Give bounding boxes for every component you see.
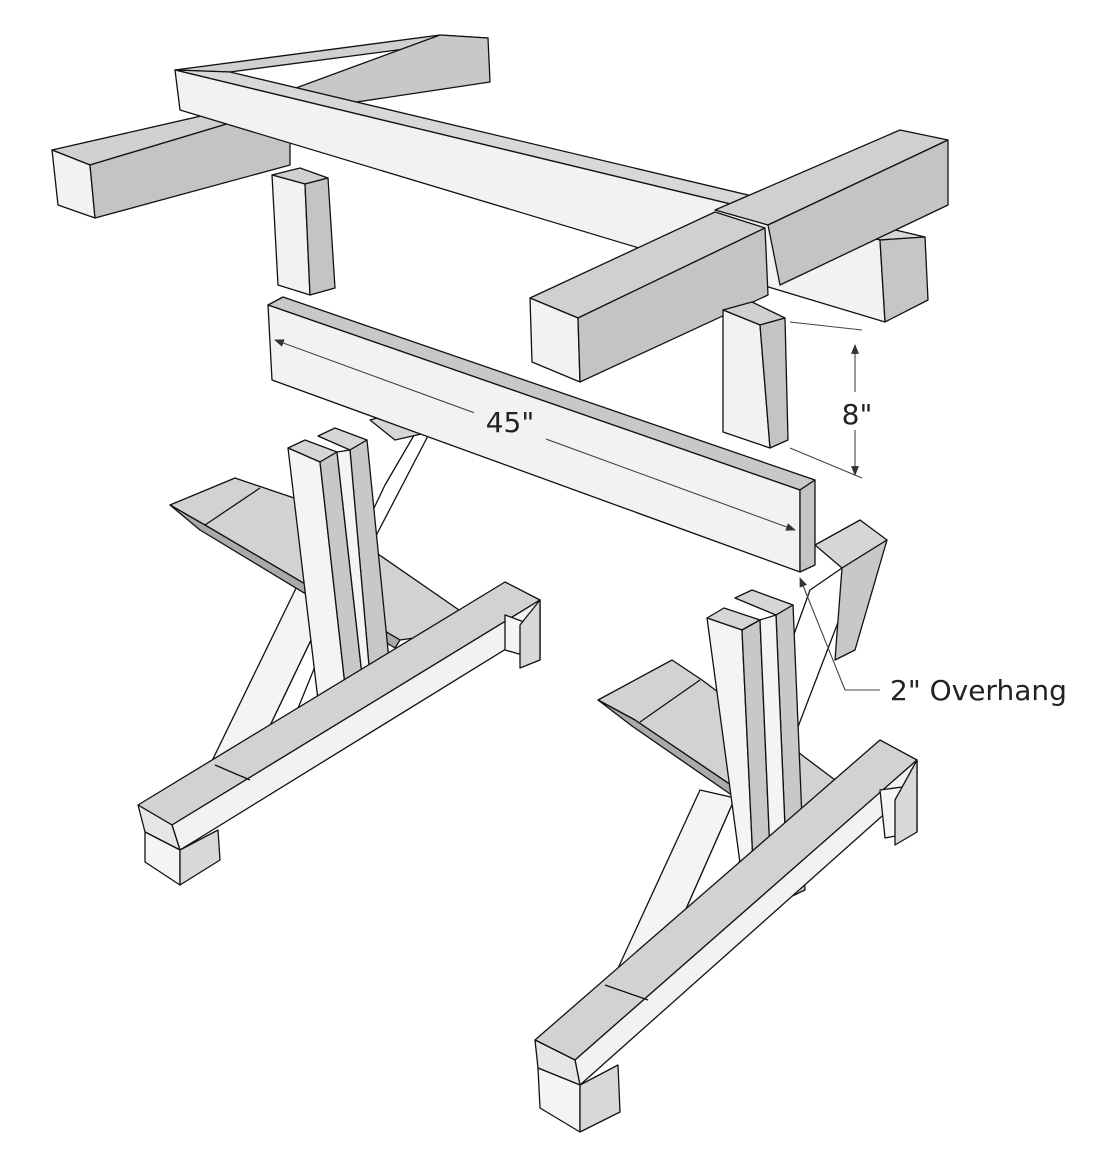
right-foot [534, 739, 918, 1133]
right-leg-assembly [534, 519, 918, 1133]
label-45-bg [474, 404, 546, 440]
left-leg-assembly [137, 409, 541, 886]
left-foot [137, 581, 541, 886]
right-post-pair [706, 589, 806, 906]
post-front-right [722, 301, 789, 449]
height-label: 8" [842, 398, 873, 431]
overhang-label: 2" Overhang [890, 674, 1067, 707]
post-front-left [271, 167, 336, 296]
overhang-leader [799, 577, 880, 691]
top-frame [51, 34, 949, 383]
label-8-bg [833, 392, 881, 430]
length-label: 45" [486, 406, 535, 439]
